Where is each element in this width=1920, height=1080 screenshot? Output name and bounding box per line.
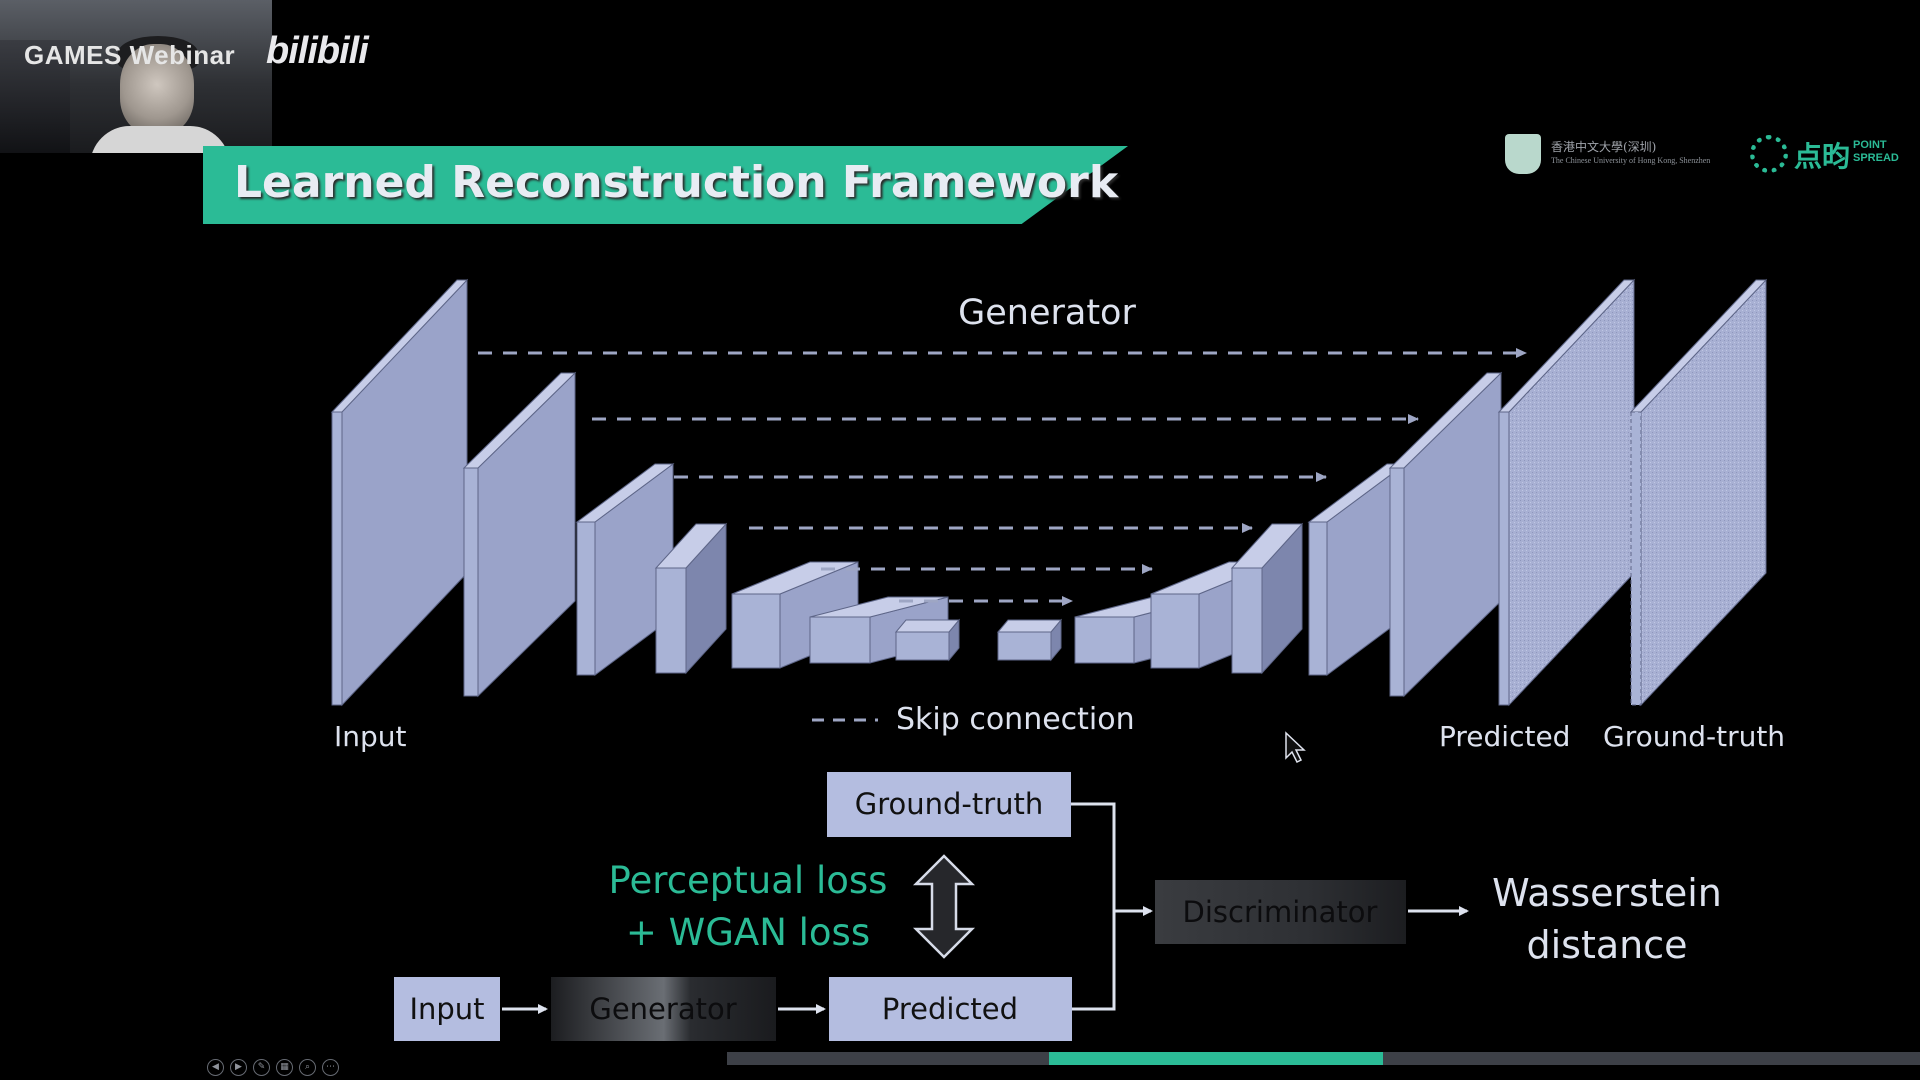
ground-truth-box (827, 772, 1071, 837)
comparison-bracket (1071, 802, 1116, 1011)
mouse-cursor-icon (1285, 731, 1306, 764)
pointspread-mark-icon (1750, 135, 1788, 173)
pen-tool-button[interactable]: ✎ (253, 1059, 270, 1076)
encoder-block-5-front-face (809, 616, 871, 664)
decoder-block-3 (1230, 522, 1304, 675)
predicted-feature-map-front-face (1498, 411, 1510, 706)
video-progress-fill (1049, 1052, 1384, 1065)
input-box (394, 977, 500, 1041)
cuhk-name-cn: 香港中文大學(深圳) (1551, 140, 1657, 154)
input-feature-map-front-face (331, 411, 343, 706)
decoder-block-3-front-face (1231, 567, 1263, 674)
encoder-block-1 (462, 371, 577, 698)
webcam-caption: GAMES Webinar (24, 40, 236, 70)
predicted-feature-map (1497, 278, 1636, 707)
unet-predicted-label: Predicted (1439, 720, 1570, 753)
bottleneck-block-2-top-face (996, 619, 1063, 633)
ground-truth-feature-map (1629, 278, 1768, 707)
loss-double-arrow-icon (912, 854, 976, 959)
skip-connections (478, 348, 1527, 606)
webcam-background-shelf (0, 40, 70, 153)
input-feature-map (330, 278, 469, 707)
pointspread-name-en: POINT SPREAD (1853, 139, 1899, 164)
slide-title: Learned Reconstruction Framework (234, 157, 1119, 208)
generator-box-label: Generator (589, 992, 736, 1026)
predicted-box (829, 977, 1072, 1041)
bottleneck-block-2-front-face (997, 631, 1052, 661)
bottleneck-block-1-front-face (895, 631, 950, 661)
decoder-block-5-front-face (1389, 467, 1405, 697)
wasserstein-line-1: Wasserstein (1492, 871, 1722, 915)
loss-line-2: + WGAN loss (626, 911, 870, 954)
cuhk-logo: 香港中文大學(深圳) The Chinese University of Hon… (1505, 134, 1741, 176)
title-banner (203, 146, 1128, 224)
loss-line-1: Perceptual loss (609, 859, 888, 902)
bottleneck-block-2 (996, 618, 1063, 662)
ground-truth-box-label: Ground-truth (855, 787, 1044, 821)
encoder-block-3-front-face (655, 567, 687, 674)
encoder-block-4-front-face (731, 593, 781, 669)
encoder-block-2-front-face (576, 521, 596, 676)
decoder-block-2-front-face (1150, 593, 1200, 669)
webcam-presenter (120, 44, 194, 134)
encoder-block-1-side-face (477, 371, 576, 698)
bilibili-watermark: bilibili (266, 30, 369, 72)
pipeline: Ground-truth Input Generator Predicted D… (394, 772, 1722, 1041)
slide-sorter-button[interactable]: ▦ (276, 1059, 293, 1076)
encoder-block-2 (575, 463, 675, 676)
decoder-block-5-side-face (1403, 371, 1502, 698)
cuhk-name-en: The Chinese University of Hong Kong, She… (1551, 156, 1711, 165)
pointspread-name-cn: 点昀 (1794, 140, 1851, 173)
decoder-block-5 (1388, 371, 1503, 698)
webcam-feed: GAMES Webinar (0, 0, 272, 153)
bottleneck-block-1-top-face (894, 619, 961, 633)
predicted-box-label: Predicted (882, 992, 1018, 1026)
zoom-button[interactable]: ⌕ (299, 1059, 316, 1076)
generator-box (551, 977, 776, 1041)
wasserstein-line-2: distance (1526, 923, 1687, 967)
generator-heading: Generator (958, 293, 1136, 333)
more-options-button[interactable]: ⋯ (322, 1059, 339, 1076)
skip-connection-legend-label: Skip connection (896, 702, 1135, 737)
discriminator-box (1155, 880, 1406, 944)
next-slide-button[interactable]: ▶ (230, 1059, 247, 1076)
slide-controls: ◀ ▶ ✎ ▦ ⌕ ⋯ (207, 1059, 339, 1076)
input-box-label: Input (409, 992, 484, 1026)
decoder-block-1-front-face (1074, 616, 1135, 664)
discriminator-box-label: Discriminator (1183, 895, 1378, 929)
cuhk-crest-icon (1505, 134, 1541, 174)
ground-truth-feature-map-front-face (1630, 411, 1642, 706)
unet-ground-truth-label: Ground-truth (1603, 720, 1785, 753)
decoder-block-4 (1307, 463, 1407, 676)
prev-slide-button[interactable]: ◀ (207, 1059, 224, 1076)
encoder-block-1-front-face (463, 467, 479, 697)
decoder-block-4-front-face (1308, 521, 1328, 676)
bottleneck-block-1 (894, 618, 961, 662)
unet-input-label: Input (334, 720, 407, 753)
encoder-block-3 (654, 522, 728, 675)
unet-blocks (330, 278, 1768, 707)
pointspread-logo: 点昀 POINT SPREAD (1750, 133, 1900, 177)
video-progress-bar[interactable] (727, 1052, 1920, 1065)
